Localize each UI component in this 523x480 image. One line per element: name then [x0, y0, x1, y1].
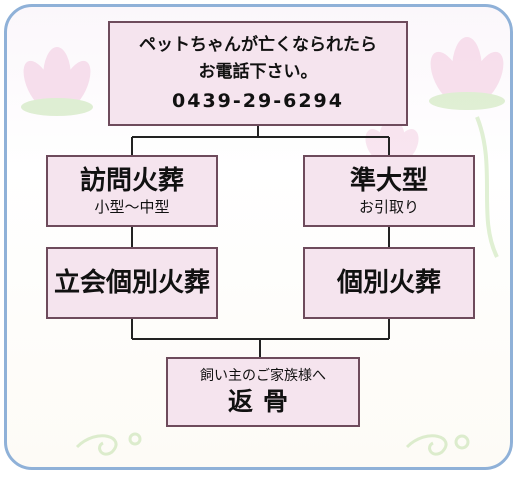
background-decoration — [21, 37, 505, 456]
large-type-subtitle: お引取り — [358, 198, 419, 216]
phone-number[interactable]: 0439-29-6294 — [172, 89, 344, 112]
witness-individual-cremation-box: 立会個別火葬 — [46, 247, 218, 319]
contact-box: ペットちゃんが亡くなられたら お電話下さい。 0439-29-6294 — [108, 21, 408, 126]
large-type-box: 準大型 お引取り — [303, 155, 475, 227]
visit-cremation-title: 訪問火葬 — [79, 166, 184, 196]
return-ashes-box: 飼い主のご家族様へ 返骨 — [166, 357, 360, 427]
contact-line-2: お電話下さい。 — [198, 61, 318, 82]
large-type-title: 準大型 — [349, 166, 428, 196]
return-ashes-line-1: 飼い主のご家族様へ — [200, 368, 326, 384]
contact-line-1: ペットちゃんが亡くなられたら — [139, 34, 377, 55]
visit-cremation-subtitle: 小型～中型 — [94, 198, 170, 216]
individual-cremation-title: 個別火葬 — [336, 268, 441, 298]
witness-individual-cremation-title: 立会個別火葬 — [53, 268, 210, 298]
individual-cremation-box: 個別火葬 — [303, 247, 475, 319]
return-ashes-line-2: 返骨 — [227, 387, 298, 416]
visit-cremation-box: 訪問火葬 小型～中型 — [46, 155, 218, 227]
lotus-flower-left-icon — [21, 47, 93, 116]
swirl-ornament-right-icon — [405, 434, 470, 456]
lotus-flower-right-icon — [429, 37, 505, 258]
swirl-ornament-left-icon — [75, 432, 142, 456]
